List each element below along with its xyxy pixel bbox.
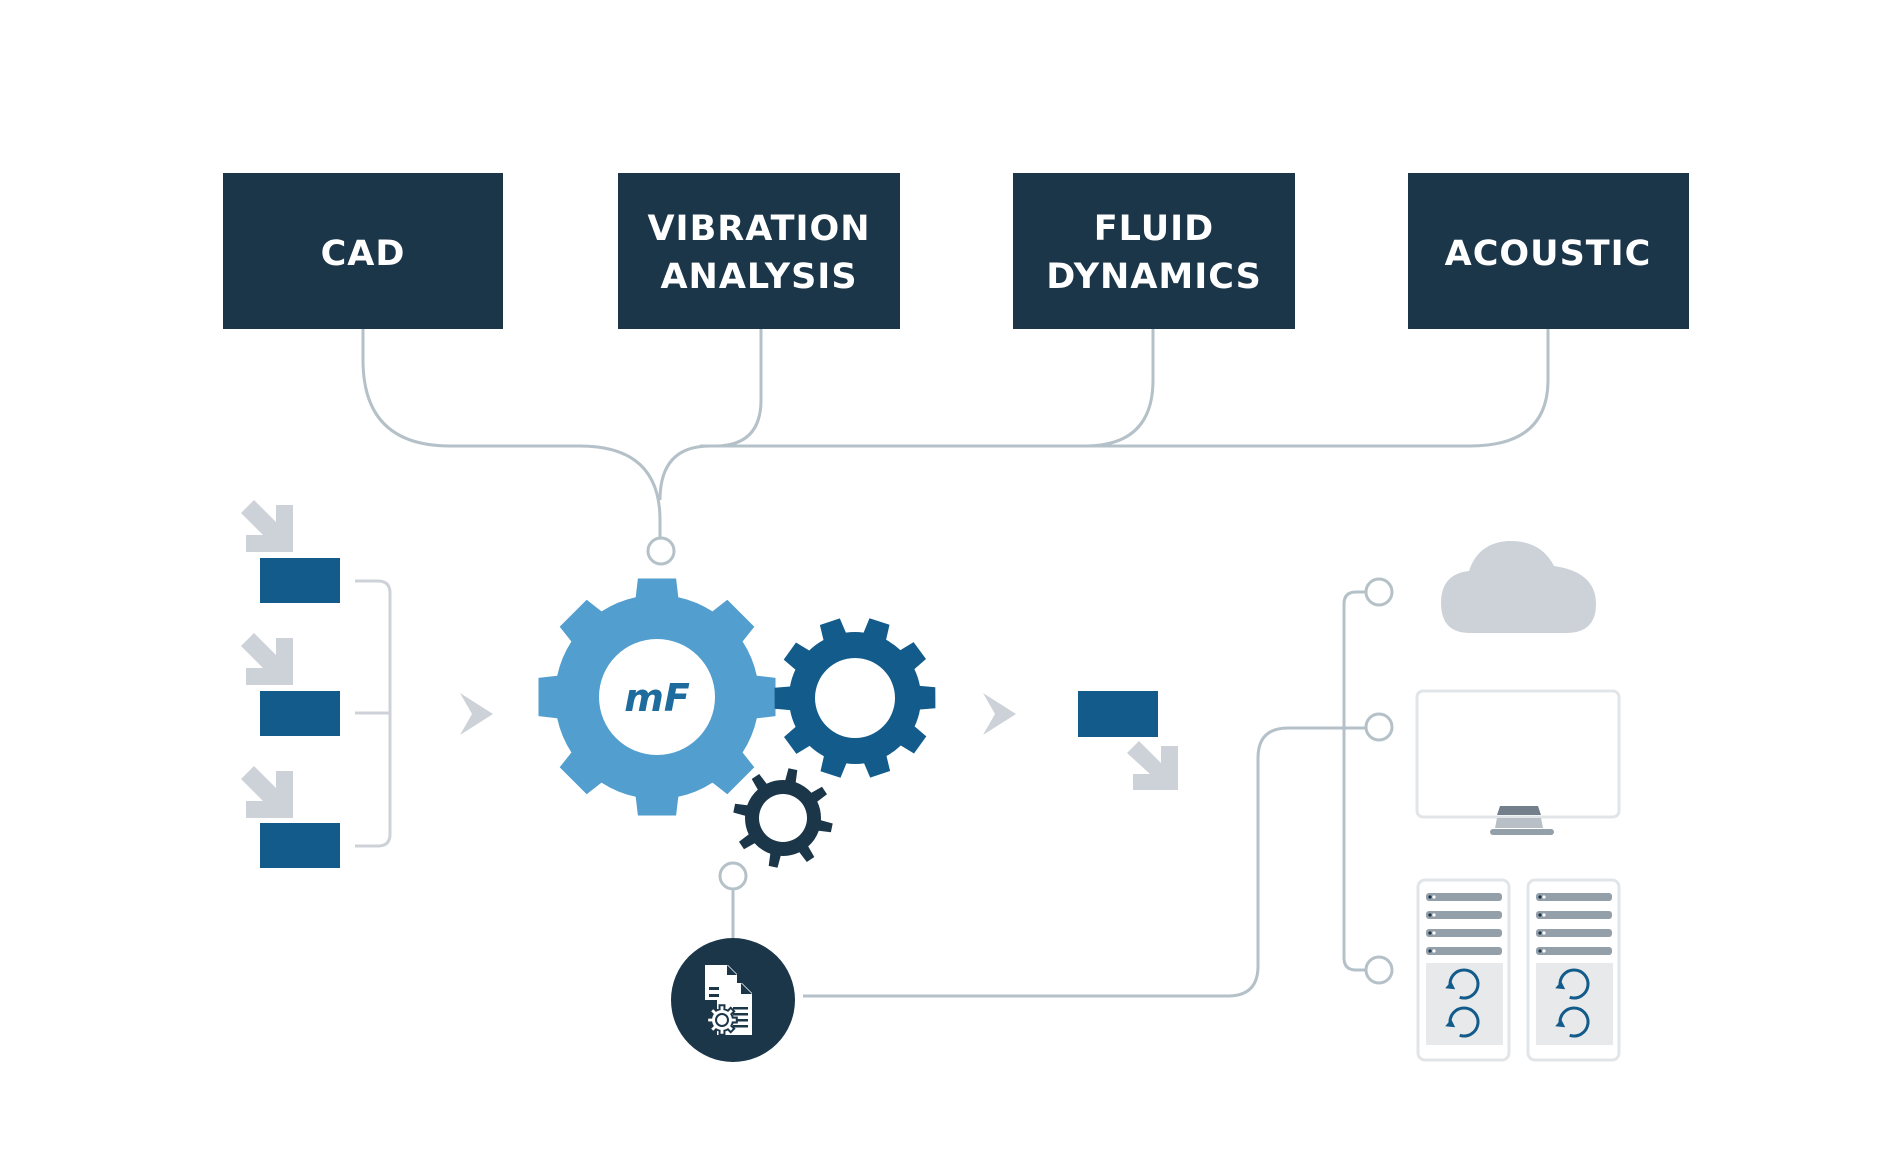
status-led — [1428, 931, 1432, 935]
config-badge — [671, 938, 795, 1062]
status-led — [1542, 949, 1546, 953]
engine-input-node — [646, 536, 676, 566]
server-panel — [1426, 963, 1503, 1045]
status-led — [1428, 949, 1432, 953]
cloud-icon — [1441, 540, 1596, 633]
download-arrow-icon — [1127, 741, 1178, 790]
status-led — [1538, 895, 1542, 899]
sync-arrowhead — [1555, 1019, 1566, 1028]
status-led — [1542, 931, 1546, 935]
source-box-label: FLUID — [1094, 209, 1214, 249]
secondary-gear-shape — [774, 618, 936, 778]
main-gear-shape — [538, 578, 776, 816]
target-node-servers — [1364, 955, 1394, 985]
server-unit — [1416, 878, 1511, 1062]
small-gear-shape — [733, 768, 833, 868]
input-file-1 — [241, 500, 340, 603]
output-file — [1078, 691, 1178, 790]
server-bay — [1426, 929, 1502, 937]
server-bay — [1536, 893, 1612, 901]
status-led — [1538, 931, 1542, 935]
status-led — [1432, 895, 1436, 899]
target-spine — [1342, 590, 1365, 972]
status-led — [1538, 949, 1542, 953]
mf-logo: mF — [624, 676, 690, 720]
status-led — [1432, 949, 1436, 953]
sync-icon — [1558, 1006, 1590, 1038]
flow-arrow-in-icon — [460, 693, 493, 735]
input-file-3 — [241, 766, 340, 868]
download-arrow-icon — [241, 500, 293, 552]
input-file-block — [260, 823, 340, 868]
target-node-desktop — [1364, 712, 1394, 742]
distribution-connectors — [803, 590, 1365, 998]
source-box-label: CAD — [321, 234, 406, 274]
config-node — [718, 861, 748, 891]
source-box-label: DYNAMICS — [1046, 257, 1262, 297]
document-settings-icon — [705, 965, 752, 1036]
status-led — [1428, 913, 1432, 917]
input-file-block — [260, 691, 340, 736]
status-led — [1432, 913, 1436, 917]
server-bay — [1536, 929, 1612, 937]
output-file-block — [1078, 691, 1158, 737]
status-led — [1542, 913, 1546, 917]
source-box-vibration-analysis: VIBRATION ANALYSIS — [618, 173, 900, 329]
settings-gear-icon — [706, 1004, 738, 1036]
sync-icon — [1558, 968, 1590, 1000]
source-connectors — [361, 329, 1550, 537]
download-arrow-icon — [241, 766, 293, 818]
connector-cad — [361, 329, 662, 537]
monitor-icon — [1415, 689, 1621, 835]
output-connector — [803, 726, 1365, 998]
secondary-gear — [774, 618, 936, 778]
flow-arrow-out-icon — [983, 693, 1016, 735]
source-box-label: ANALYSIS — [660, 257, 857, 297]
status-led — [1542, 895, 1546, 899]
small-gear — [733, 768, 833, 868]
server-rack-icon — [1416, 878, 1621, 1062]
server-bay — [1536, 911, 1612, 919]
sync-arrowhead — [1445, 981, 1456, 990]
sync-icon — [1448, 968, 1480, 1000]
main-gear — [538, 578, 776, 816]
status-led — [1432, 931, 1436, 935]
source-box-cad: CAD — [223, 173, 503, 329]
input-files — [241, 500, 392, 868]
engine: mF — [538, 578, 936, 868]
target-node-cloud — [1364, 577, 1394, 607]
download-arrow-icon — [241, 633, 293, 685]
sync-icon — [1448, 1006, 1480, 1038]
source-box-label: ACOUSTIC — [1445, 234, 1652, 274]
connector-fluid — [700, 329, 1155, 448]
connector-acoustic — [1080, 329, 1550, 448]
source-box-fluid-dynamics: FLUID DYNAMICS — [1013, 173, 1295, 329]
source-box-acoustic: ACOUSTIC — [1408, 173, 1689, 329]
sync-arrowhead — [1555, 981, 1566, 990]
server-bay — [1426, 947, 1502, 955]
input-bracket — [355, 579, 392, 848]
input-file-2 — [241, 633, 340, 736]
server-bay — [1426, 911, 1502, 919]
source-box-label: VIBRATION — [647, 209, 870, 249]
status-led — [1538, 913, 1542, 917]
server-unit — [1526, 878, 1621, 1062]
input-file-block — [260, 558, 340, 603]
connector-vibration — [658, 329, 763, 501]
sync-arrowhead — [1445, 1019, 1456, 1028]
status-led — [1428, 895, 1432, 899]
server-bay — [1536, 947, 1612, 955]
server-bay — [1426, 893, 1502, 901]
server-panel — [1536, 963, 1613, 1045]
